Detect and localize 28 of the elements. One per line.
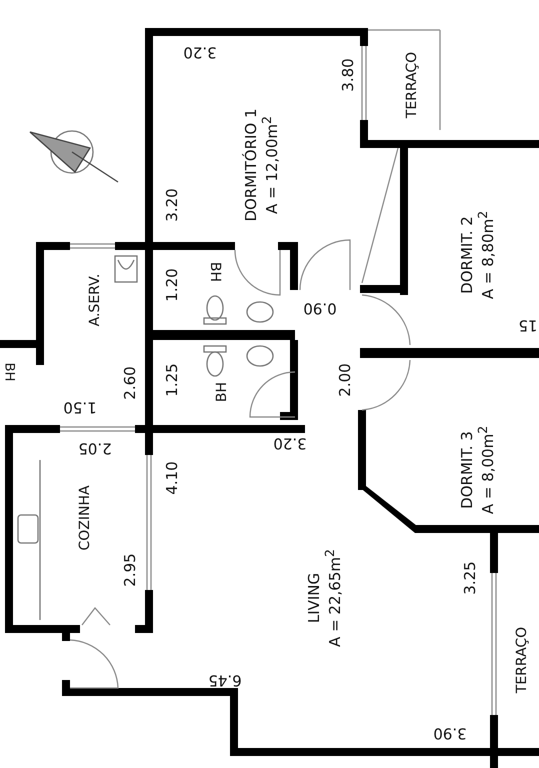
dimension-label: 2.05 (78, 440, 112, 456)
dimension-label: 1.25 (164, 363, 180, 397)
room-name: BH (214, 382, 230, 402)
dimension-label: 3.90 (433, 724, 467, 742)
dimension-label: 0.90 (303, 300, 337, 316)
dimension-label: 3.25 (462, 561, 478, 595)
dimension-label: 3.20 (273, 434, 307, 452)
dimension-label: 3.20 (183, 44, 217, 60)
dimension-label: 2.95 (122, 553, 138, 587)
dimension-label: 2.60 (122, 366, 138, 400)
room-name: DORMIT. 2 (458, 215, 476, 296)
room-name: DORMITÓRIO 1 (242, 108, 260, 222)
dimension-label: 1.50 (63, 398, 97, 416)
dimension-label: 4.10 (164, 461, 180, 495)
dimension-label: 3.80 (340, 58, 356, 92)
room-name: TERRAÇO (404, 52, 420, 118)
room-name: BH (206, 262, 224, 282)
dimension-label: 1.20 (164, 268, 180, 302)
room-name: BH (0, 362, 16, 382)
room-name: COZINHA (76, 485, 94, 551)
room-name: DORMIT. 3 (458, 430, 476, 511)
room-name: LIVING (306, 572, 323, 626)
dimension-label: 2.00 (336, 363, 354, 397)
room-name: TERRAÇO (514, 626, 530, 694)
dimension-label: 6.45 (208, 672, 242, 688)
dimension-label: 15 (518, 316, 538, 334)
room-name: A.SERV. (86, 274, 104, 326)
dimension-label: 3.20 (164, 188, 180, 222)
